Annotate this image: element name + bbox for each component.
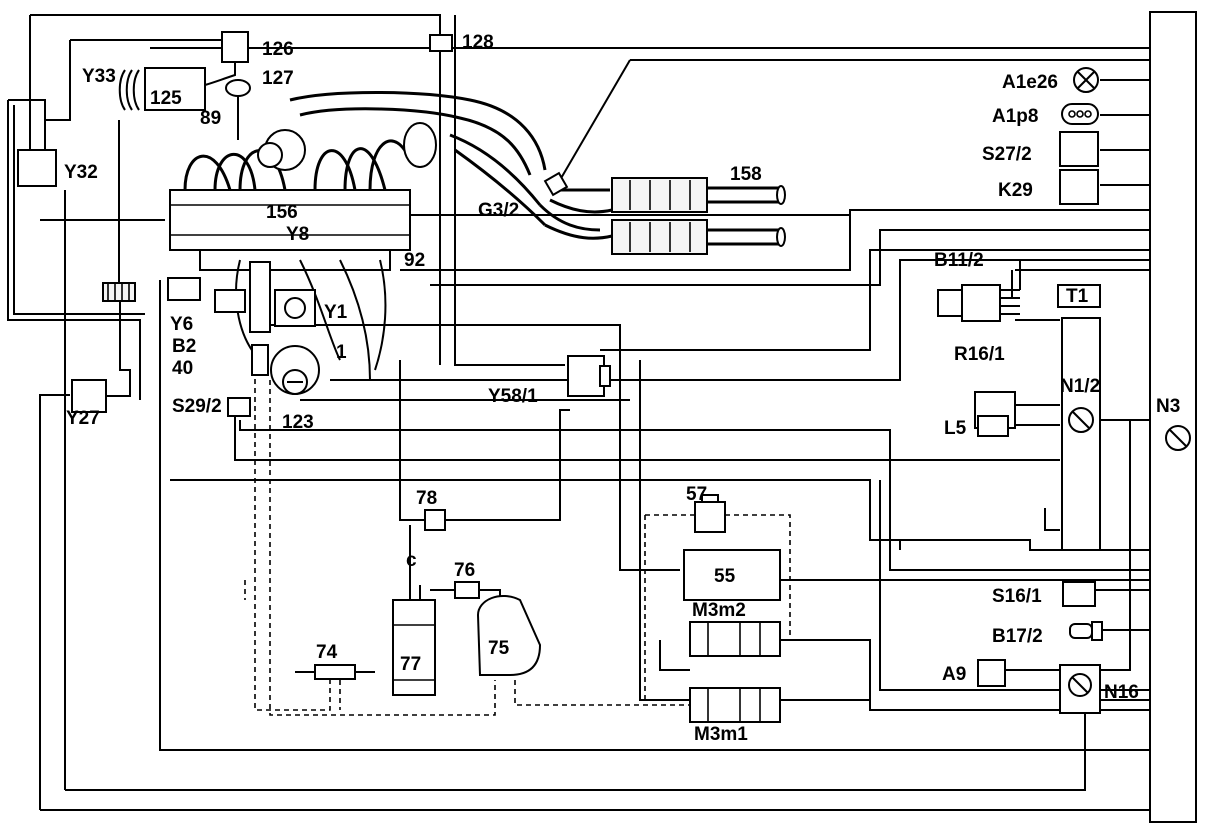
label-76: 76	[454, 560, 475, 581]
component-92	[167, 277, 201, 301]
component-76	[454, 581, 480, 599]
component-n16	[1059, 664, 1101, 714]
component-s29-2	[227, 397, 251, 417]
component-55	[683, 549, 781, 601]
label-s29-2: S29/2	[172, 396, 222, 417]
label-123: 123	[282, 412, 314, 433]
component-y1	[274, 289, 316, 327]
component-57	[694, 494, 726, 533]
n3-connector-bar	[1149, 11, 1197, 823]
label-s27-2: S27/2	[982, 144, 1032, 165]
component-m3m2	[689, 621, 781, 657]
component-s16-1	[1062, 581, 1096, 607]
component-b17-2	[1069, 621, 1103, 641]
label-77: 77	[400, 654, 421, 675]
component-y8	[249, 261, 271, 333]
component-125	[118, 67, 206, 111]
component-s27-2	[1059, 131, 1099, 167]
component-k29	[1059, 169, 1099, 205]
label-127: 127	[262, 68, 294, 89]
component-128	[429, 34, 453, 52]
label-s16-1: S16/1	[992, 586, 1042, 607]
label-k29: K29	[998, 180, 1033, 201]
label-l5: L5	[944, 418, 967, 439]
label-y6: Y6	[170, 314, 193, 335]
engine-manifold	[169, 91, 610, 381]
component-74	[295, 664, 375, 680]
label-c: c	[406, 550, 417, 571]
component-y6	[214, 289, 246, 313]
component-y32	[17, 149, 57, 187]
label-m3m2: M3m2	[692, 600, 746, 621]
label-n3: N3	[1156, 396, 1180, 417]
label-y33: Y33	[82, 66, 116, 87]
component-m3m1	[689, 687, 781, 723]
label-78: 78	[416, 488, 437, 509]
label-b11-2: B11/2	[934, 250, 984, 271]
vacuum-lines	[244, 370, 791, 716]
component-78	[424, 509, 446, 531]
label-b17-2: B17/2	[992, 626, 1043, 647]
label-a9: A9	[942, 664, 966, 685]
label-g3-2: G3/2	[478, 200, 519, 221]
label-74: 74	[316, 642, 338, 663]
component-a1p8	[1061, 103, 1099, 125]
label-40: 40	[172, 358, 193, 379]
label-128: 128	[462, 32, 494, 53]
n3-symbol	[1165, 425, 1191, 451]
component-75	[476, 595, 542, 676]
label-n1-2: N1/2	[1060, 376, 1100, 397]
label-y1: Y1	[324, 302, 348, 323]
label-n16: N16	[1104, 682, 1139, 703]
harness-lines	[7, 14, 1150, 811]
label-m3m1: M3m1	[694, 724, 748, 745]
component-labels: Y33 125 126 127 128 89 Y32 156 Y8 92 Y6 …	[64, 32, 1180, 745]
component-t1	[1057, 284, 1101, 308]
component-y27	[71, 301, 131, 413]
component-a1e26	[1073, 67, 1099, 93]
label-57: 57	[686, 484, 707, 505]
component-b2	[251, 344, 269, 376]
component-123	[270, 345, 320, 395]
label-y58-1: Y58/1	[488, 386, 538, 407]
label-y27: Y27	[66, 408, 100, 429]
component-a9	[977, 659, 1006, 687]
label-89: 89	[200, 108, 221, 129]
label-158: 158	[730, 164, 762, 185]
component-filter	[102, 120, 136, 302]
label-t1: T1	[1066, 286, 1089, 307]
label-a1p8: A1p8	[992, 106, 1038, 127]
label-a1e26: A1e26	[1002, 72, 1058, 93]
component-y58-1	[567, 355, 611, 397]
label-b2: B2	[172, 336, 196, 357]
label-126: 126	[262, 39, 294, 60]
component-b11-2	[937, 260, 1021, 322]
label-92: 92	[404, 250, 425, 271]
label-y8: Y8	[286, 224, 309, 245]
component-n1-2	[1061, 317, 1101, 551]
label-1: 1	[336, 342, 347, 363]
component-126	[204, 31, 249, 86]
component-127	[225, 79, 251, 140]
label-75: 75	[488, 638, 510, 659]
label-55: 55	[714, 566, 736, 587]
catalytic-converters	[544, 177, 786, 255]
component-l5	[977, 415, 1009, 437]
component-77	[392, 599, 436, 696]
label-y32: Y32	[64, 162, 98, 183]
label-156: 156	[266, 202, 298, 223]
label-125: 125	[150, 88, 182, 109]
component-g3-2	[543, 171, 569, 197]
label-r16-1: R16/1	[954, 344, 1005, 365]
